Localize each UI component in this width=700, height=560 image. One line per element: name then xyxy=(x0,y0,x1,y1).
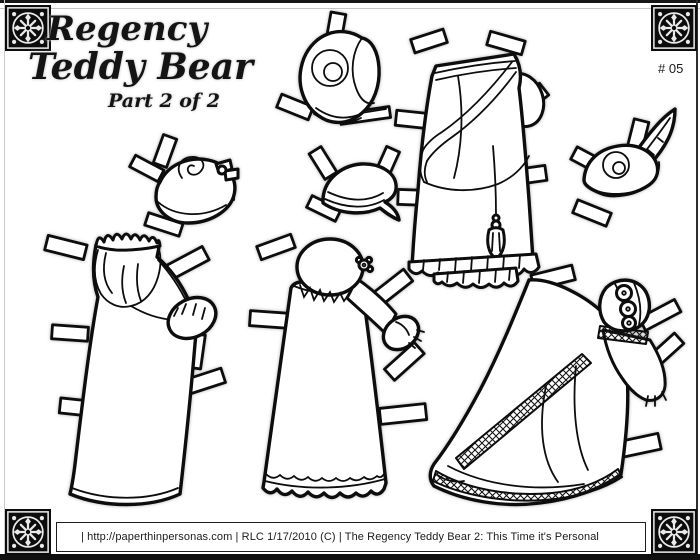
flower-rosette xyxy=(354,255,375,274)
bow-hat-drawing xyxy=(128,133,240,238)
hat-outline xyxy=(154,157,237,225)
paper-doll-tab xyxy=(275,92,315,122)
art-banded-cap xyxy=(305,145,410,234)
banded-cap-drawing xyxy=(305,145,401,223)
art-day-dress-with-scalloped-hem xyxy=(248,232,429,518)
subtitle: Part 2 of 2 xyxy=(107,89,220,112)
forearm xyxy=(601,328,667,402)
paw-claws xyxy=(395,321,425,349)
paper-doll-tab xyxy=(409,27,449,55)
diagonal-lattice-band xyxy=(455,353,592,470)
page-edge-left xyxy=(4,0,5,560)
paper-doll-tab xyxy=(151,133,179,169)
paper-doll-tab xyxy=(255,232,297,262)
footer-credit-box: | http://paperthinpersonas.com | RLC 1/1… xyxy=(56,522,646,552)
paper-doll-tab xyxy=(383,341,426,382)
paper-doll-tab xyxy=(50,323,90,343)
paper-doll-tab xyxy=(571,198,613,228)
title-line-2: Teddy Bear xyxy=(28,45,253,88)
fur-hatching xyxy=(173,303,206,320)
art-bonnet-with-bow xyxy=(128,133,242,238)
corner-ornament-bottom-left-icon xyxy=(5,509,51,555)
underskirt-ruffle xyxy=(432,266,520,289)
page-edge-top xyxy=(0,0,700,3)
coat-details xyxy=(71,248,188,499)
paper-doll-tab xyxy=(377,402,429,426)
evening-gown-drawing xyxy=(393,27,551,289)
gown-details xyxy=(419,60,530,261)
gown-outline xyxy=(410,52,535,270)
paper-doll-tab xyxy=(143,211,185,238)
page-edge-right xyxy=(696,0,698,560)
footer-credit-text: | http://paperthinpersonas.com | RLC 1/1… xyxy=(81,531,599,543)
ruffle-ticks xyxy=(422,254,521,272)
open-robe-drawing xyxy=(428,263,686,507)
art-evening-gown-with-tassel xyxy=(393,20,551,312)
page-edge-top-line xyxy=(0,8,700,9)
title-line-1: Regency xyxy=(46,9,208,49)
hat-details xyxy=(157,156,240,216)
day-dress-drawing xyxy=(248,232,429,500)
sleeve-buttons xyxy=(613,281,642,331)
plumed-hat-drawing xyxy=(569,107,677,228)
art-plumed-riding-hat xyxy=(560,104,698,228)
page-edge-bottom xyxy=(0,554,700,560)
cap-outline xyxy=(321,162,401,222)
puff-sleeve xyxy=(295,237,365,297)
paper-doll-tab xyxy=(485,29,527,57)
page-number: # 05 xyxy=(658,61,684,76)
corner-ornament-top-right-icon xyxy=(651,5,697,51)
art-open-robe-gown-with-lattice-trim xyxy=(426,263,686,518)
collar-ruffle xyxy=(94,232,162,252)
paw-claws xyxy=(645,391,667,407)
hem-lattice-band xyxy=(432,468,623,502)
poke-bonnet-drawing xyxy=(275,10,392,126)
cap-details xyxy=(324,191,385,208)
pelisse-drawing xyxy=(43,232,227,507)
paper-doll-tab xyxy=(307,145,339,181)
bonnet-details xyxy=(311,37,375,124)
coat-outline xyxy=(68,243,198,507)
hat-details xyxy=(587,151,661,195)
paper-doll-tab xyxy=(43,233,89,262)
underskirt-ticks xyxy=(446,268,511,284)
art-pelisse-coat-with-fur-cuff xyxy=(43,220,227,508)
art-poke-bonnet-with-ribbon xyxy=(275,10,398,136)
paper-doll-tab xyxy=(128,153,166,184)
fur-cuff xyxy=(166,295,218,341)
lace-ruffle xyxy=(299,284,350,304)
page-title: Regency Teddy Bear Part 2 of 2 xyxy=(28,9,253,112)
dress-outline xyxy=(261,280,388,500)
